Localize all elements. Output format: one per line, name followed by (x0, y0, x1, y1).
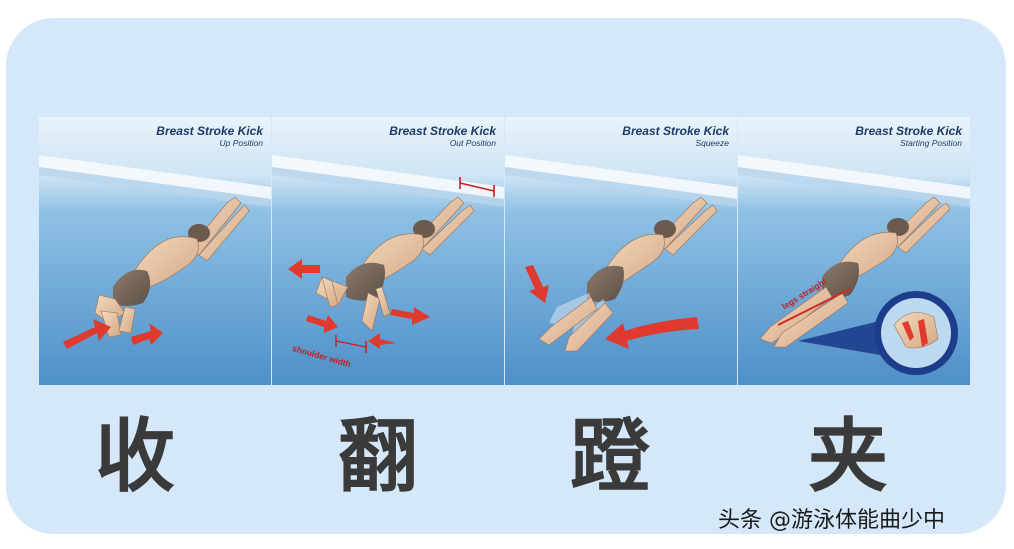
panel-subtitle: Squeeze (695, 138, 729, 149)
arrow-left (288, 259, 320, 279)
panel-title-main: Breast Stroke Kick (855, 124, 962, 138)
kick-panel-squeeze: Breast Stroke Kick Squeeze (505, 117, 737, 385)
arrow-up (63, 319, 111, 349)
kick-panel-out-position: Breast Stroke Kick Out Position shoulder… (272, 117, 504, 385)
panel-title-main: Breast Stroke Kick (156, 124, 263, 138)
starting-position-illustration (738, 117, 970, 385)
panel-subtitle: Starting Position (900, 138, 962, 149)
panel-title: Breast Stroke Kick Squeeze (622, 124, 729, 149)
up-position-illustration (39, 117, 271, 385)
panel-title-main: Breast Stroke Kick (389, 124, 496, 138)
arrow-in (306, 315, 338, 333)
panel-title: Breast Stroke Kick Out Position (389, 124, 496, 149)
kick-panel-up-position: Breast Stroke Kick Up Position (39, 117, 271, 385)
squeeze-illustration (505, 117, 737, 385)
out-position-illustration (272, 117, 504, 385)
watermark-text: 头条 @游泳体能曲少中 (718, 508, 945, 533)
panel-title-main: Breast Stroke Kick (622, 124, 729, 138)
panel-subtitle: Up Position (219, 138, 263, 149)
step-label-shou: 收 (95, 410, 175, 503)
panel-subtitle: Out Position (449, 138, 496, 149)
step-label-jia: 夹 (808, 410, 888, 503)
arrow-down (525, 265, 549, 303)
panel-title: Breast Stroke Kick Starting Position (855, 124, 962, 149)
arrow-right (390, 307, 430, 325)
kick-panel-starting-position: Breast Stroke Kick Starting Position leg… (738, 117, 970, 385)
panel-title: Breast Stroke Kick Up Position (156, 124, 263, 149)
arrow-left (605, 317, 699, 349)
step-label-deng: 蹬 (570, 410, 650, 503)
step-label-fan: 翻 (338, 410, 418, 503)
arrow-right (131, 323, 163, 345)
arrow-in (368, 333, 396, 349)
